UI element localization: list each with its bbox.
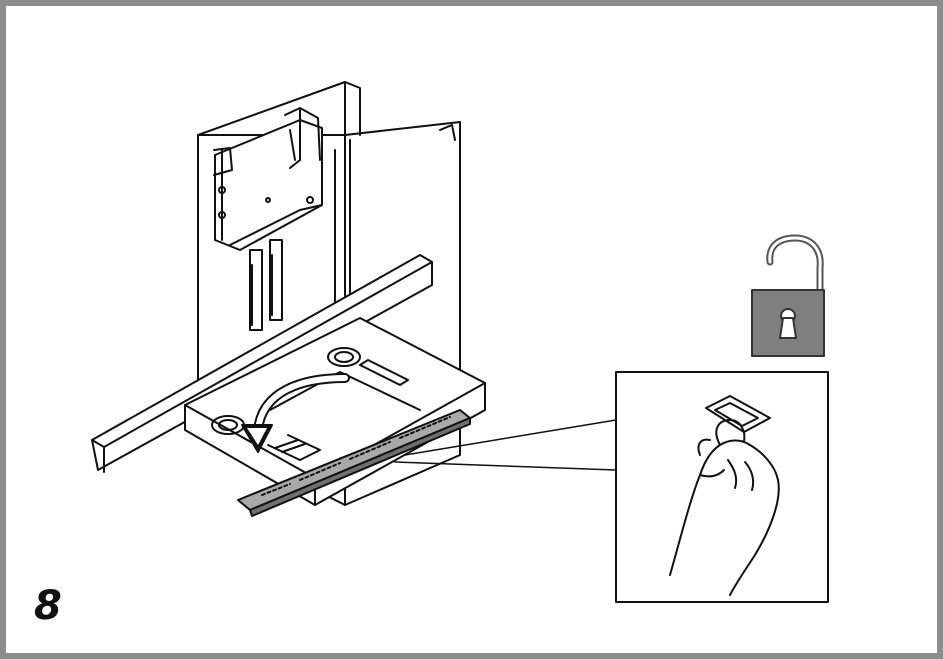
step-number: 8 <box>34 583 62 629</box>
unlocked-padlock-icon <box>751 234 825 357</box>
grease-filter <box>237 409 471 517</box>
callout-leader-lines <box>394 419 617 471</box>
mounting-bracket <box>213 107 323 331</box>
curved-arrow-down-icon <box>241 373 350 453</box>
front-panel-bar <box>91 254 433 473</box>
detail-callout-box <box>615 371 829 603</box>
